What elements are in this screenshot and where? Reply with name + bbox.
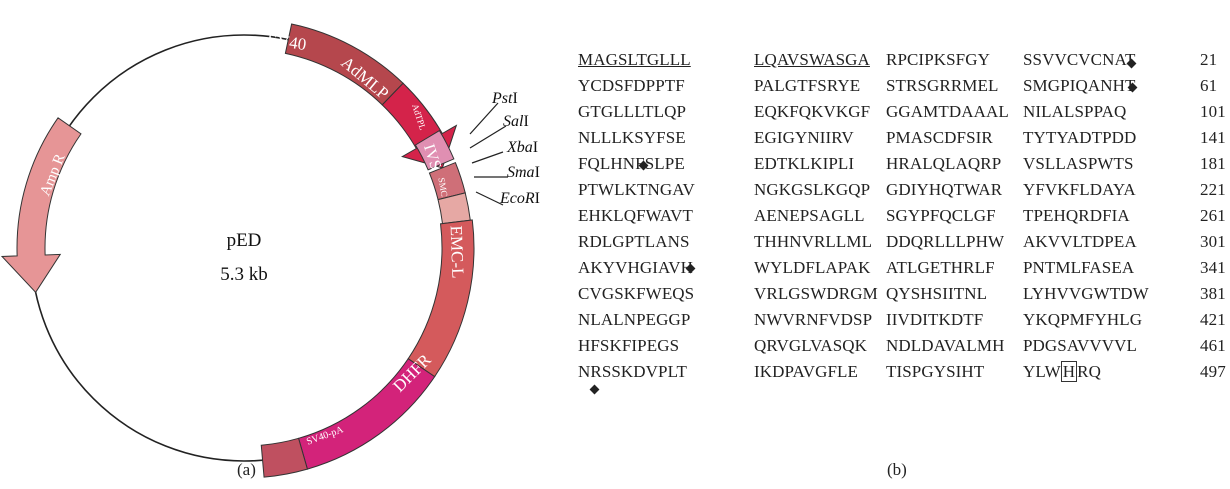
sequence-block: YCDSFDPPTF — [578, 76, 685, 95]
segment-label-smc: SMC — [436, 177, 449, 197]
sequence-block: HRALQLAQRP — [886, 154, 1002, 173]
plasmid-segments — [0, 23, 475, 478]
sequence-block: TPEHQRDFIA — [1023, 206, 1130, 225]
sequence-block: PNTMLFASEA — [1023, 258, 1135, 277]
sequence-position: 181 — [1200, 154, 1226, 173]
sequence-block: QRVGLVASQK — [754, 336, 868, 355]
plasmid-map: SV40AdMLPAdTPLIVSSMCEMC-LDHFRSV40-pAAmp … — [0, 23, 540, 478]
sequence-block: TISPGYSIHT — [886, 362, 985, 381]
site-ecor: EcoRI — [499, 190, 540, 207]
sequence-block: NLALNPEGGP — [578, 310, 691, 329]
plasmid-name: pED — [227, 230, 262, 251]
sequence-position: 141 — [1200, 128, 1226, 147]
segment-sv40-pa — [260, 437, 309, 478]
sequence-position: 381 — [1200, 284, 1226, 303]
sequence-block: SGYPFQCLGF — [886, 206, 996, 225]
glycosylation-site-marker — [589, 384, 600, 395]
sequence-block: TYTYADTPDD — [1023, 128, 1137, 147]
plasmid-size: 5.3 kb — [220, 264, 268, 285]
sequence-block: LYHVVGWTDW — [1023, 284, 1149, 303]
panel-b-caption: (b) — [887, 460, 907, 479]
sequence-block: HFSKFIPEGS — [578, 336, 680, 355]
sequence-block: EGIGYNIIRV — [754, 128, 854, 147]
segment-amp-r — [0, 117, 82, 294]
sequence-block: NILALSPPAQ — [1023, 102, 1127, 121]
boxed-residue: H — [1060, 361, 1078, 382]
sequence-position: 461 — [1200, 336, 1226, 355]
sequence-block: AKVVLTDPEA — [1023, 232, 1137, 251]
sequence-block: NRSSKDVPLT — [578, 362, 688, 381]
sequence-position: 497 — [1200, 362, 1226, 381]
site-xba: XbaI — [506, 139, 538, 156]
site-sal: SalI — [503, 113, 529, 130]
sequence-block: SMGPIQANHT — [1023, 76, 1136, 95]
sequence-block: SSVVCVCNAT — [1023, 50, 1136, 69]
restriction-site-ticks — [469, 102, 508, 206]
sequence-block: CVGSKFWEQS — [578, 284, 695, 303]
sequence-block: QYSHSIITNL — [886, 284, 988, 303]
sequence-block: IIVDITKDTF — [886, 310, 984, 329]
sequence-position: 101 — [1200, 102, 1226, 121]
segment-adtpl — [414, 129, 455, 171]
panel-a-caption: (a) — [237, 460, 256, 479]
sequence-block: GGAMTDAAAL — [886, 102, 1009, 121]
sequence-block: LQAVSWASGA — [754, 50, 870, 69]
sequence-position: 421 — [1200, 310, 1226, 329]
sequence-block: AKYVHGIAVH — [578, 258, 693, 277]
sequence-block: YKQPMFYHLG — [1023, 310, 1143, 329]
sequence-block: STRSGRRMEL — [886, 76, 999, 95]
sequence-block: NGKGSLKGQP — [754, 180, 871, 199]
site-sma: SmaI — [507, 164, 540, 181]
sequence-block: GDIYHQTWAR — [886, 180, 1003, 199]
sequence-block: PDGSAVVVVL — [1023, 336, 1138, 355]
sequence-block: EHKLQFWAVT — [578, 206, 693, 225]
sequence-block: NLLLKSYFSE — [578, 128, 686, 147]
sequence-block: DDQRLLLPHW — [886, 232, 1005, 251]
sequence-block: FQLHNFSLPE — [578, 154, 685, 173]
sequence-position: 61 — [1200, 76, 1218, 95]
sequence-position: 261 — [1200, 206, 1226, 225]
sequence-block: ATLGETHRLF — [886, 258, 995, 277]
sequence-block: PALGTFSRYE — [754, 76, 861, 95]
sequence-block: THHNVRLLML — [754, 232, 873, 251]
site-pst: PstI — [491, 90, 518, 107]
sequence-position: 221 — [1200, 180, 1226, 199]
sequence-block: PTWLKTNGAV — [578, 180, 695, 199]
segment-label-emc-l: EMC-L — [447, 225, 468, 279]
sequence-block: EQKFQKVKGF — [754, 102, 871, 121]
sequence-block: RDLGPTLANS — [578, 232, 690, 251]
sequence-block: AENEPSAGLL — [754, 206, 865, 225]
sequence-block: EDTKLKIPLI — [754, 154, 855, 173]
segment-label-sv40: SV40 — [266, 30, 307, 54]
sequence-block: WYLDFLAPAK — [754, 258, 871, 277]
sequence-position: 341 — [1200, 258, 1226, 277]
sequence-block: VSLLASPWTS — [1023, 154, 1134, 173]
sequence-block: IKDPAVGFLE — [754, 362, 858, 381]
sequence-block: NDLDAVALMH — [886, 336, 1005, 355]
sequence-block: NWVRNFVDSP — [754, 310, 873, 329]
sequence-block: YFVKFLDAYA — [1023, 180, 1136, 199]
sequence-position: 301 — [1200, 232, 1226, 251]
sequence-block: GTGLLLTLQP — [578, 102, 687, 121]
sequence-block: VRLGSWDRGM — [754, 284, 878, 303]
sequence-block: PMASCDFSIR — [886, 128, 993, 147]
sequence-block: RPCIPKSFGY — [886, 50, 990, 69]
sequence-position: 21 — [1200, 50, 1218, 69]
sequence-block: MAGSLTGLLL — [578, 50, 691, 69]
